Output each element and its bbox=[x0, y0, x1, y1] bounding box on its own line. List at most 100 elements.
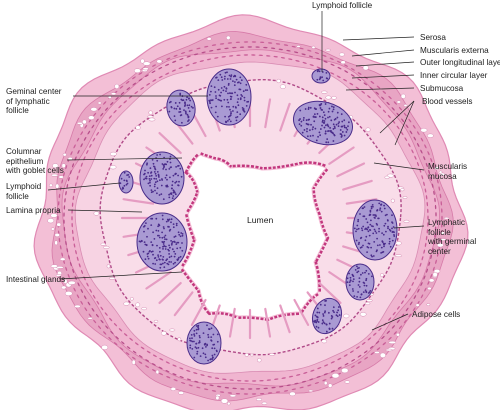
adipose-cell bbox=[62, 152, 67, 157]
lymphoid-follicle bbox=[166, 89, 196, 127]
adipose-cell bbox=[261, 401, 268, 405]
adipose-cell bbox=[178, 391, 185, 395]
adipose-cell bbox=[90, 107, 98, 112]
label-intestinal-glands: Intestinal glands bbox=[6, 275, 66, 284]
blood-vessel bbox=[390, 198, 395, 203]
blood-vessel bbox=[384, 175, 390, 180]
leader-line bbox=[345, 87, 415, 91]
tissue-details bbox=[47, 35, 450, 406]
blood-vessel bbox=[394, 254, 403, 258]
adipose-cell bbox=[59, 257, 66, 261]
adipose-cell bbox=[133, 68, 141, 74]
leader-line bbox=[379, 100, 415, 134]
blood-vessel bbox=[106, 264, 111, 269]
blood-vessel bbox=[148, 117, 156, 122]
leader-line bbox=[371, 313, 409, 331]
adipose-cell bbox=[289, 391, 296, 397]
adipose-cell bbox=[436, 242, 444, 248]
adipose-cell bbox=[50, 173, 59, 177]
adipose-cell bbox=[403, 104, 408, 107]
adipose-cell bbox=[395, 332, 400, 337]
leader-line bbox=[373, 162, 425, 171]
adipose-cell bbox=[255, 397, 263, 402]
adipose-cell bbox=[82, 119, 87, 125]
lymphoid-follicle bbox=[345, 263, 375, 301]
label-lumen: Lumen bbox=[247, 215, 274, 225]
adipose-cell bbox=[308, 389, 314, 393]
blood-vessel bbox=[249, 353, 254, 357]
adipose-cell bbox=[64, 291, 73, 296]
adipose-cell bbox=[52, 163, 59, 169]
blood-vessel bbox=[109, 151, 117, 157]
label-muscularis-externa: Muscularis externa bbox=[420, 46, 489, 55]
lymphoid-follicle bbox=[186, 321, 222, 365]
lymphoid-follicle bbox=[311, 68, 331, 84]
adipose-cell bbox=[427, 133, 434, 138]
leader-line bbox=[351, 74, 415, 79]
label-blood-vessels: Blood vessels bbox=[422, 97, 473, 106]
adipose-cell bbox=[74, 304, 81, 309]
adipose-cell bbox=[60, 285, 67, 290]
adipose-cell bbox=[434, 166, 440, 171]
intestinal-gland bbox=[173, 291, 194, 317]
blood-vessel bbox=[400, 188, 405, 192]
adipose-cell bbox=[58, 175, 64, 179]
blood-vessel bbox=[100, 242, 106, 246]
label-lymphoid-follicle-top: Lymphoid follicle bbox=[312, 1, 373, 10]
adipose-cell bbox=[311, 45, 316, 49]
blood-vessel bbox=[123, 301, 130, 306]
intestinal-gland bbox=[158, 132, 182, 154]
adipose-cell bbox=[88, 115, 95, 120]
leader-line bbox=[59, 271, 183, 280]
blood-vessel bbox=[148, 110, 153, 115]
intestinal-gland bbox=[279, 102, 291, 132]
adipose-cell bbox=[439, 172, 445, 177]
intestinal-gland bbox=[293, 298, 310, 326]
lumen bbox=[182, 154, 327, 319]
leader-line bbox=[355, 61, 415, 67]
blood-vessel bbox=[153, 319, 159, 323]
intestinal-gland bbox=[228, 307, 236, 338]
adipose-cell bbox=[114, 83, 120, 89]
blood-vessel bbox=[141, 307, 147, 311]
blood-vessel bbox=[244, 353, 249, 357]
blood-vessel bbox=[257, 358, 262, 363]
adipose-cell bbox=[296, 45, 301, 48]
blood-vessel bbox=[135, 302, 141, 308]
adipose-cell bbox=[388, 340, 397, 344]
label-outer-longitudinal-layer: Outer longitudinal layer bbox=[420, 58, 500, 67]
blood-vessel bbox=[366, 299, 373, 302]
adipose-cell bbox=[396, 100, 402, 104]
adipose-cell bbox=[325, 48, 332, 52]
blood-vessel bbox=[160, 331, 167, 336]
adipose-cell bbox=[426, 303, 431, 306]
blood-vessel bbox=[321, 339, 328, 344]
adipose-cell bbox=[341, 367, 349, 374]
lymphoid-follicle bbox=[352, 199, 398, 261]
intestinal-gland bbox=[336, 162, 366, 178]
intestinal-gland bbox=[145, 271, 172, 290]
adipose-cell bbox=[50, 213, 58, 218]
adipose-cell bbox=[131, 359, 136, 365]
lymphoid-follicle bbox=[139, 151, 185, 205]
adipose-cell bbox=[344, 380, 351, 384]
adipose-cell bbox=[50, 264, 58, 269]
intestinal-gland bbox=[122, 198, 155, 205]
adipose-cell bbox=[61, 163, 66, 169]
intestinal-gland bbox=[318, 282, 342, 304]
blood-vessel bbox=[135, 125, 141, 130]
adipose-cell bbox=[362, 65, 369, 71]
adipose-cell bbox=[215, 395, 220, 401]
blood-vessel bbox=[379, 273, 385, 278]
adipose-cell bbox=[56, 222, 62, 227]
adipose-cell bbox=[54, 240, 58, 246]
adipose-cell bbox=[227, 401, 231, 406]
label-lymphoid-follicle-left: Lymphoid follicle bbox=[6, 182, 42, 201]
intestinal-gland bbox=[342, 179, 373, 191]
adipose-cell bbox=[338, 52, 345, 57]
blood-vessel bbox=[147, 115, 154, 119]
lymphoid-follicle bbox=[206, 68, 252, 126]
adipose-cell bbox=[340, 60, 346, 65]
